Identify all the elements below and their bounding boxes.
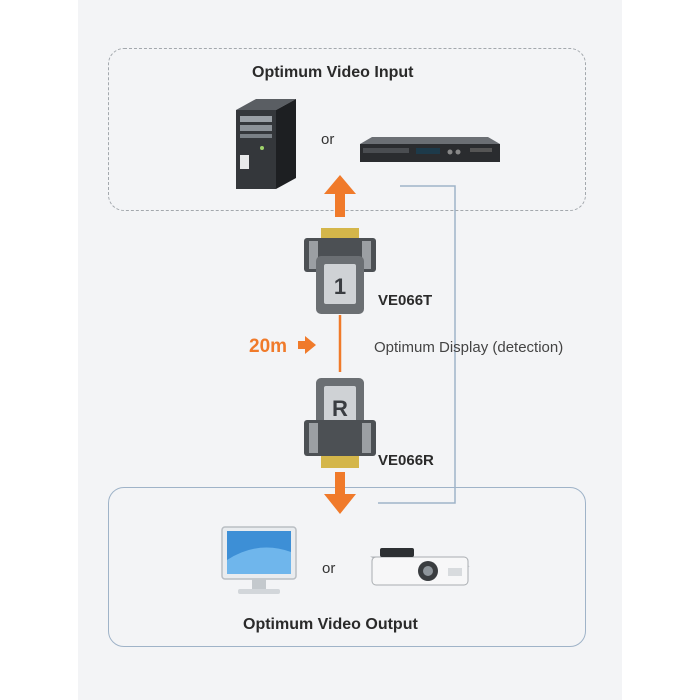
video-output-group bbox=[108, 487, 586, 647]
output-or-label: or bbox=[322, 560, 336, 577]
lcd-monitor-icon bbox=[221, 526, 297, 594]
computer-tower-icon bbox=[236, 99, 296, 189]
receiver-label: VE066R bbox=[378, 452, 434, 469]
dvd-player-icon bbox=[360, 137, 500, 162]
transmitter-badge: 1 bbox=[334, 274, 346, 299]
ve066r-receiver-icon: R bbox=[304, 378, 376, 468]
diagram-background bbox=[78, 0, 622, 700]
up-arrow-icon bbox=[324, 175, 356, 217]
input-or-label: or bbox=[321, 131, 335, 148]
transmitter-label: VE066T bbox=[378, 292, 433, 309]
ve066t-transmitter-icon: 1 bbox=[304, 228, 376, 314]
down-arrow-icon bbox=[324, 472, 356, 514]
video-input-group bbox=[108, 48, 586, 211]
receiver-badge: R bbox=[332, 396, 348, 421]
right-arrow-icon bbox=[298, 336, 316, 354]
output-group-title: Optimum Video Output bbox=[243, 616, 418, 633]
detection-label: Optimum Display (detection) bbox=[374, 339, 564, 356]
projector-icon bbox=[370, 548, 470, 586]
input-group-title: Optimum Video Input bbox=[252, 64, 414, 81]
detection-line bbox=[378, 185, 456, 504]
distance-label: 20m bbox=[249, 336, 288, 357]
